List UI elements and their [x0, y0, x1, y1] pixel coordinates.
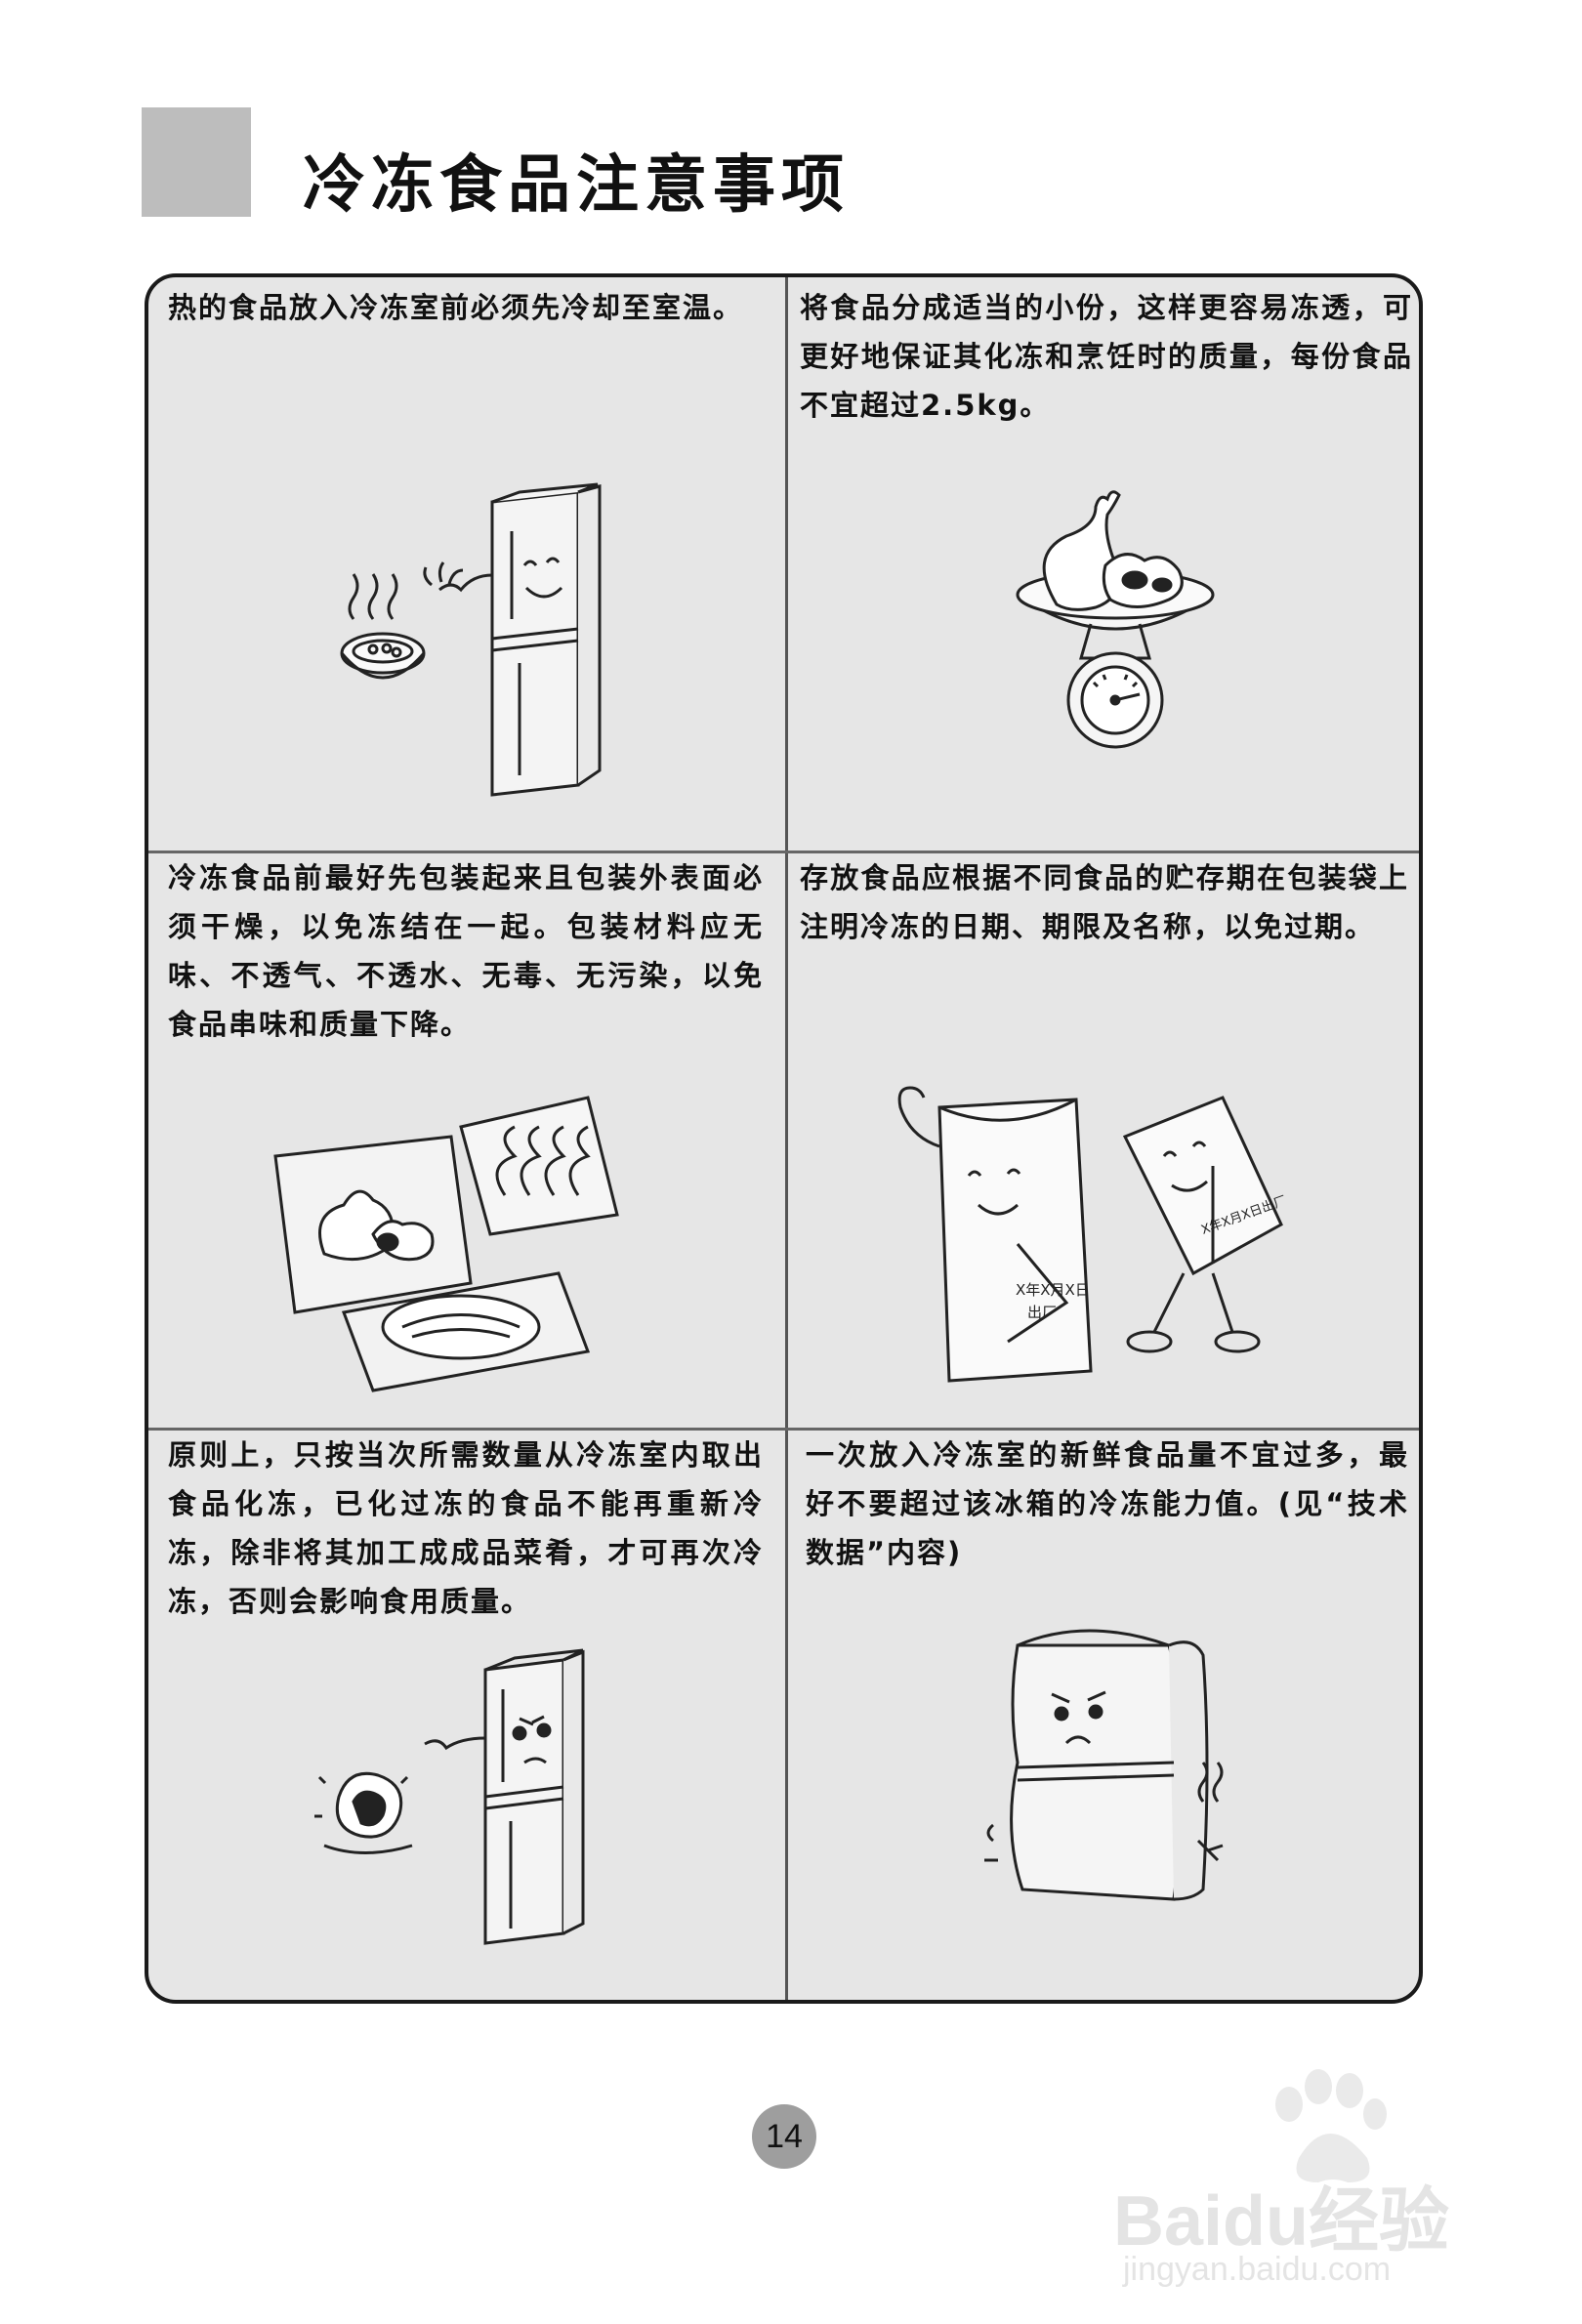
tip-cell-portion-food: 将食品分成适当的小份，这样更容易冻透，可更好地保证其化冻和烹饪时的质量，每份食品…: [788, 277, 1419, 851]
tip-text: 冷冻食品前最好先包装起来且包装外表面必须干燥，以免冻结在一起。包装材料应无味、不…: [168, 861, 764, 1041]
tip-text: 热的食品放入冷冻室前必须先冷却至室温。: [168, 291, 744, 324]
grid-divider-horizontal: [148, 1428, 1419, 1431]
tip-text: 一次放入冷冻室的新鲜食品量不宜过多，最好不要超过该冰箱的冷冻能力值。(见“技术数…: [806, 1438, 1409, 1569]
tip-cell-cool-before-freezing: 热的食品放入冷冻室前必须先冷却至室温。: [148, 277, 785, 851]
tip-text: 将食品分成适当的小份，这样更容易冻透，可更好地保证其化冻和烹饪时的质量，每份食品…: [800, 291, 1413, 422]
watermark-brand: Baidu经验: [1113, 2182, 1450, 2261]
tip-cell-label-packages: 存放食品应根据不同食品的贮存期在包装袋上注明冷冻的日期、期限及名称，以免过期。 …: [788, 853, 1419, 1428]
bag-date-label: X年X月X日: [1016, 1281, 1090, 1299]
paw-logo-icon: [1275, 2069, 1387, 2182]
grid-divider-vertical: [785, 277, 788, 2000]
page-title: 冷冻食品注意事项: [303, 149, 850, 222]
tip-cell-freezing-capacity: 一次放入冷冻室的新鲜食品量不宜过多，最好不要超过该冰箱的冷冻能力值。(见“技术数…: [788, 1431, 1419, 2000]
tip-cell-thaw-only-needed: 原则上，只按当次所需数量从冷冻室内取出食品化冻，已化过冻的食品不能再重新冷冻，除…: [148, 1431, 785, 2000]
overloaded-fridge-illustration: [978, 1606, 1242, 1929]
fridge-with-hot-food-illustration: [285, 473, 656, 805]
baidu-jingyan-watermark: Baidu经验 jingyan.baidu.com: [1113, 2065, 1484, 2300]
tip-text: 存放食品应根据不同食品的贮存期在包装袋上注明冷冻的日期、期限及名称，以免过期。: [800, 861, 1409, 943]
page-number: 14: [752, 2104, 816, 2169]
tip-cell-package-food: 冷冻食品前最好先包装起来且包装外表面必须干燥，以免冻结在一起。包装材料应无味、不…: [148, 853, 785, 1428]
watermark-url: jingyan.baidu.com: [1123, 2251, 1392, 2288]
grid-divider-horizontal: [148, 851, 1419, 853]
packaged-food-illustration: [266, 1088, 656, 1400]
tip-text: 原则上，只按当次所需数量从冷冻室内取出食品化冻，已化过冻的食品不能再重新冷冻，除…: [168, 1438, 764, 1618]
fridge-rejecting-thawed-food-illustration: [280, 1640, 651, 1963]
labeled-bags-illustration: X年X月X日 出厂 X年X月X日出厂: [881, 1078, 1311, 1410]
tips-grid: 热的食品放入冷冻室前必须先冷却至室温。: [145, 273, 1423, 2004]
food-on-scale-illustration: [998, 487, 1232, 761]
bag-factory-label: 出厂: [1027, 1304, 1057, 1321]
title-marker-block: [142, 107, 251, 217]
